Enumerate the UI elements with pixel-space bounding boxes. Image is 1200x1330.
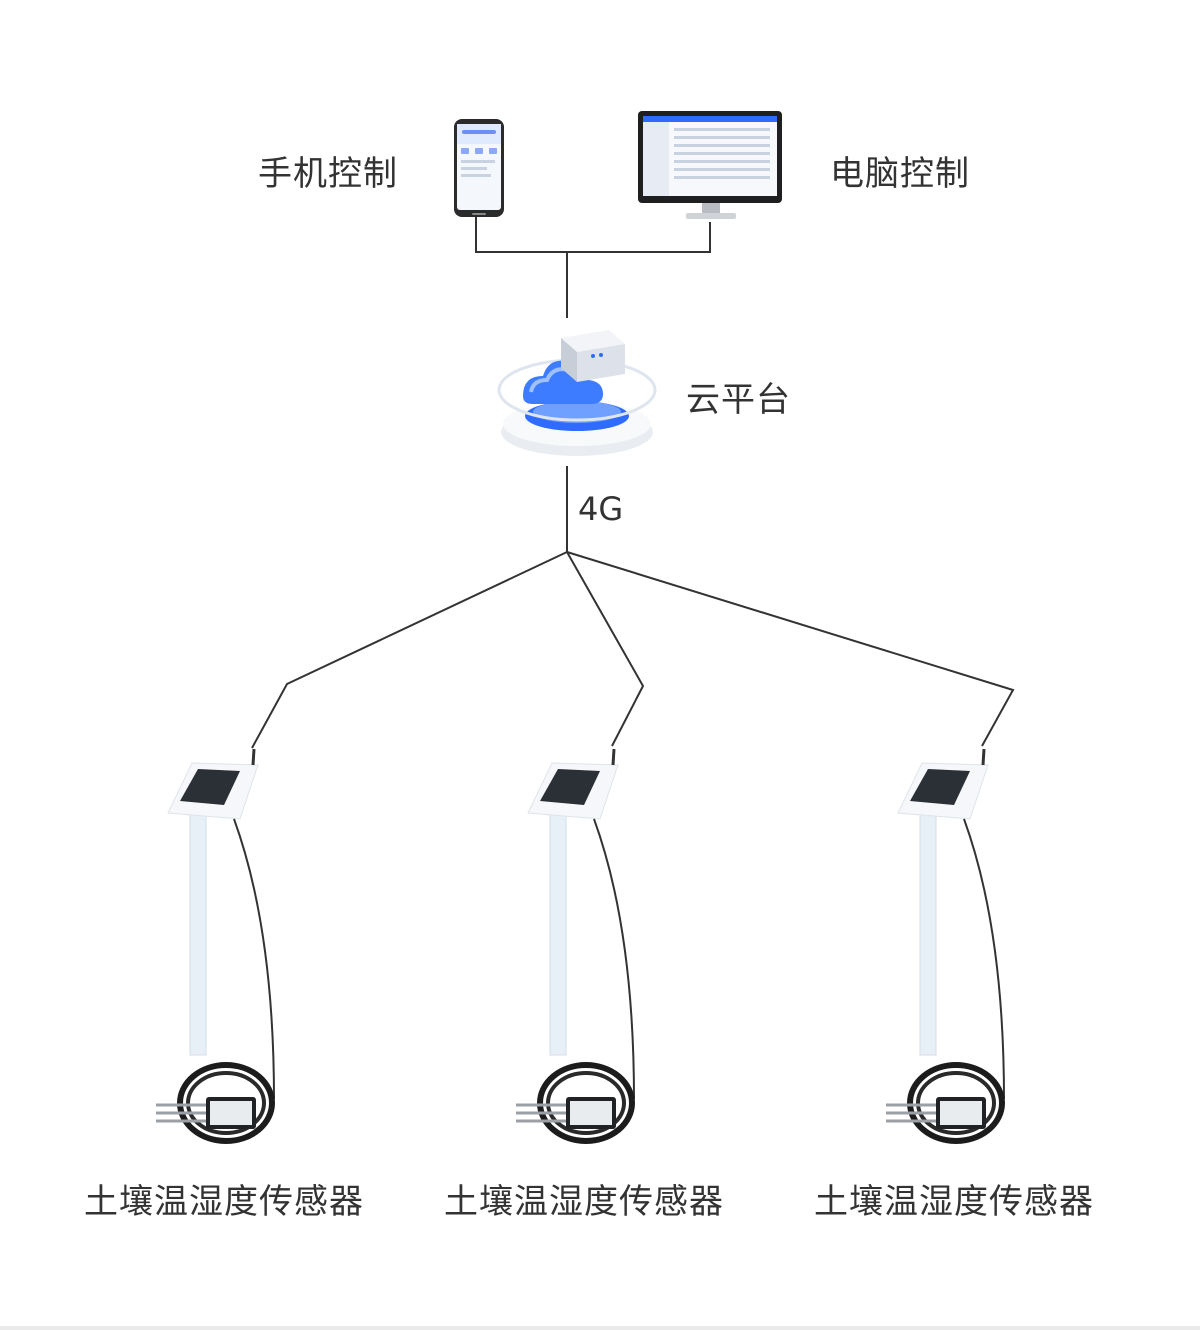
sensor-label-2: 土壤温湿度传感器 xyxy=(444,1182,724,1222)
bottom-divider xyxy=(0,1326,1200,1330)
phone-control-label: 手机控制 xyxy=(258,154,398,194)
sensor-station-3 xyxy=(886,748,1005,1144)
network-label-4g: 4G xyxy=(578,490,624,528)
phone-link-line xyxy=(475,215,567,253)
sensor-label-3: 土壤温湿度传感器 xyxy=(814,1182,1094,1222)
cloud-platform-label: 云平台 xyxy=(686,380,791,420)
pc-link-line xyxy=(567,222,711,253)
sensor-label-1: 土壤温湿度传感器 xyxy=(84,1182,364,1222)
branch-line-3 xyxy=(566,551,1015,747)
branch-line-1 xyxy=(251,551,568,749)
computer-control-label: 电脑控制 xyxy=(830,154,970,194)
cloud-platform-icon xyxy=(497,330,657,456)
sensor-station-1 xyxy=(156,748,275,1144)
phone-icon xyxy=(454,119,504,217)
sensor-station-2 xyxy=(516,748,635,1144)
computer-monitor-icon xyxy=(638,111,782,219)
branch-line-2 xyxy=(566,551,645,747)
